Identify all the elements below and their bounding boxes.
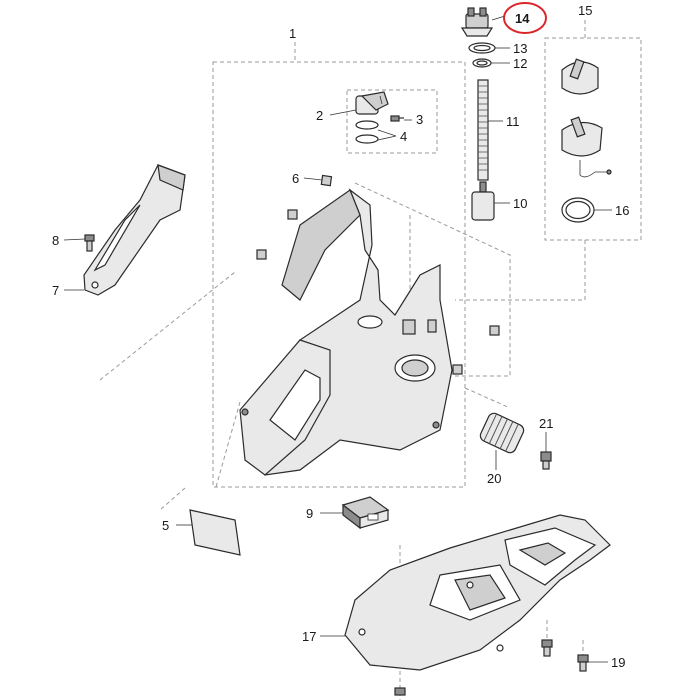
part-9-pad — [341, 496, 390, 530]
callout-9: 9 — [306, 506, 313, 521]
part-14-cap — [460, 7, 494, 37]
callout-6: 6 — [292, 171, 299, 186]
callout-19: 19 — [611, 655, 625, 670]
callout-3: 3 — [416, 112, 423, 127]
callout-11: 11 — [506, 114, 520, 129]
part-3-screw — [390, 115, 404, 122]
callout-13: 13 — [513, 41, 527, 56]
callout-16: 16 — [615, 203, 629, 218]
callout-1: 1 — [289, 26, 296, 41]
part-8-screw — [84, 234, 95, 252]
callout-5: 5 — [162, 518, 169, 533]
part-7-handle — [83, 164, 186, 296]
callout-12: 12 — [513, 56, 527, 71]
part-21-screw — [540, 451, 552, 470]
part-17-plate — [344, 514, 611, 671]
assembly-frame-2 — [346, 89, 438, 154]
highlight-circle-14 — [503, 2, 547, 34]
assembly-frame-15 — [455, 20, 642, 301]
part-2-pump — [355, 91, 389, 115]
part-10-filter — [471, 181, 495, 221]
part-16-gasket — [561, 197, 595, 223]
callout-7: 7 — [52, 283, 59, 298]
callout-20: 20 — [487, 471, 501, 486]
leader-lines — [63, 15, 612, 663]
callout-21: 21 — [539, 416, 553, 431]
part-4-rings — [355, 120, 379, 144]
callout-15: 15 — [578, 3, 592, 18]
callout-10: 10 — [513, 196, 527, 211]
part-11-hose — [477, 79, 489, 181]
callout-2: 2 — [316, 108, 323, 123]
callout-17: 17 — [302, 629, 316, 644]
part-5-sticker — [189, 509, 241, 556]
assembly-frame-1 — [212, 42, 466, 488]
callout-14: 14 — [515, 11, 530, 26]
callout-4: 4 — [400, 129, 407, 144]
callout-8: 8 — [52, 233, 59, 248]
part-19-screws — [394, 639, 589, 696]
part-1-housing — [239, 188, 453, 476]
part-15-cap-assembly — [561, 58, 612, 178]
part-20-spring — [479, 412, 525, 454]
